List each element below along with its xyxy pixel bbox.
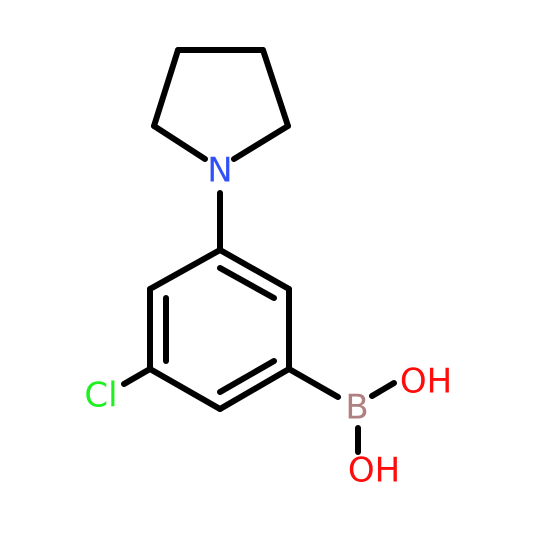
bond-ring-left-lower	[151, 123, 208, 162]
bond-c-cl	[121, 366, 153, 387]
bond-ring-right-upper	[260, 47, 291, 129]
chlorine-label: Cl	[84, 376, 117, 416]
nitrogen-label: N	[207, 151, 232, 191]
bond-benzene-inner-2	[217, 358, 277, 395]
bond-ring-left-upper	[151, 47, 181, 129]
bond-benzene-4	[147, 366, 223, 412]
benzene-ring	[147, 247, 292, 412]
bond-benzene-3	[217, 366, 292, 412]
pyrrolidine-ring	[151, 47, 291, 162]
hydroxyl-top-label: OH	[400, 362, 452, 402]
bond-benzene-6	[147, 247, 223, 292]
boron-label: B	[345, 388, 368, 428]
bond-benzene-1	[217, 247, 292, 292]
bond-b-oh-top	[369, 380, 397, 399]
bond-c-b	[286, 366, 341, 400]
hydroxyl-bottom-label: OH	[348, 451, 400, 491]
bond-ring-right-lower	[231, 123, 291, 162]
bond-benzene-inner-1	[217, 265, 277, 301]
